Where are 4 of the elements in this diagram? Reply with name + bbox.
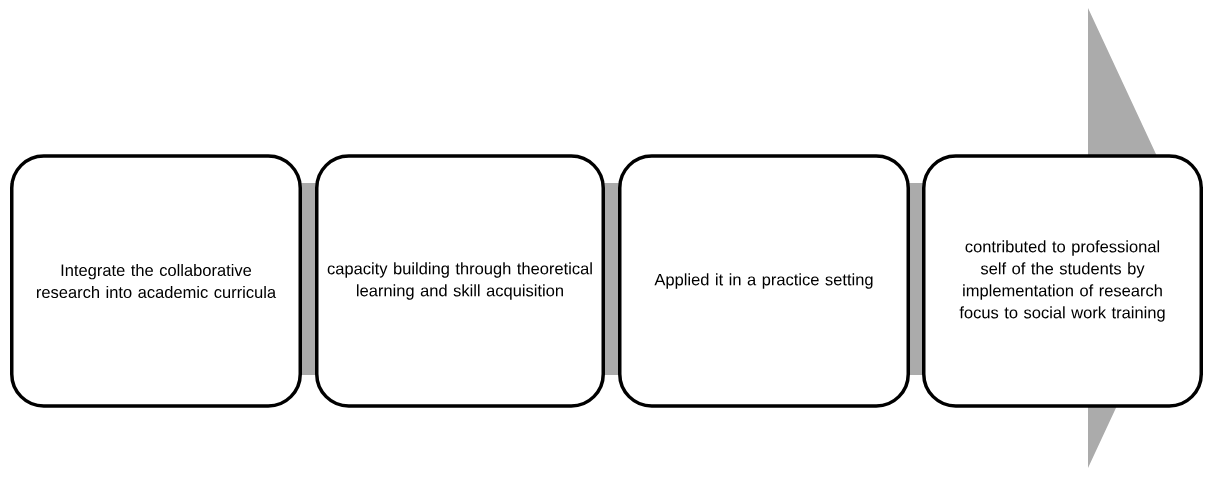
step-box: Integrate the collaborative research into academic curricula xyxy=(10,154,302,408)
step-box: contributed to professional self of the students by implementation of research focus to social work training xyxy=(922,154,1203,408)
step-box: capacity building through theoretical learning and skill acquisition xyxy=(315,154,605,408)
step-box: Applied it in a practice setting xyxy=(618,154,910,408)
